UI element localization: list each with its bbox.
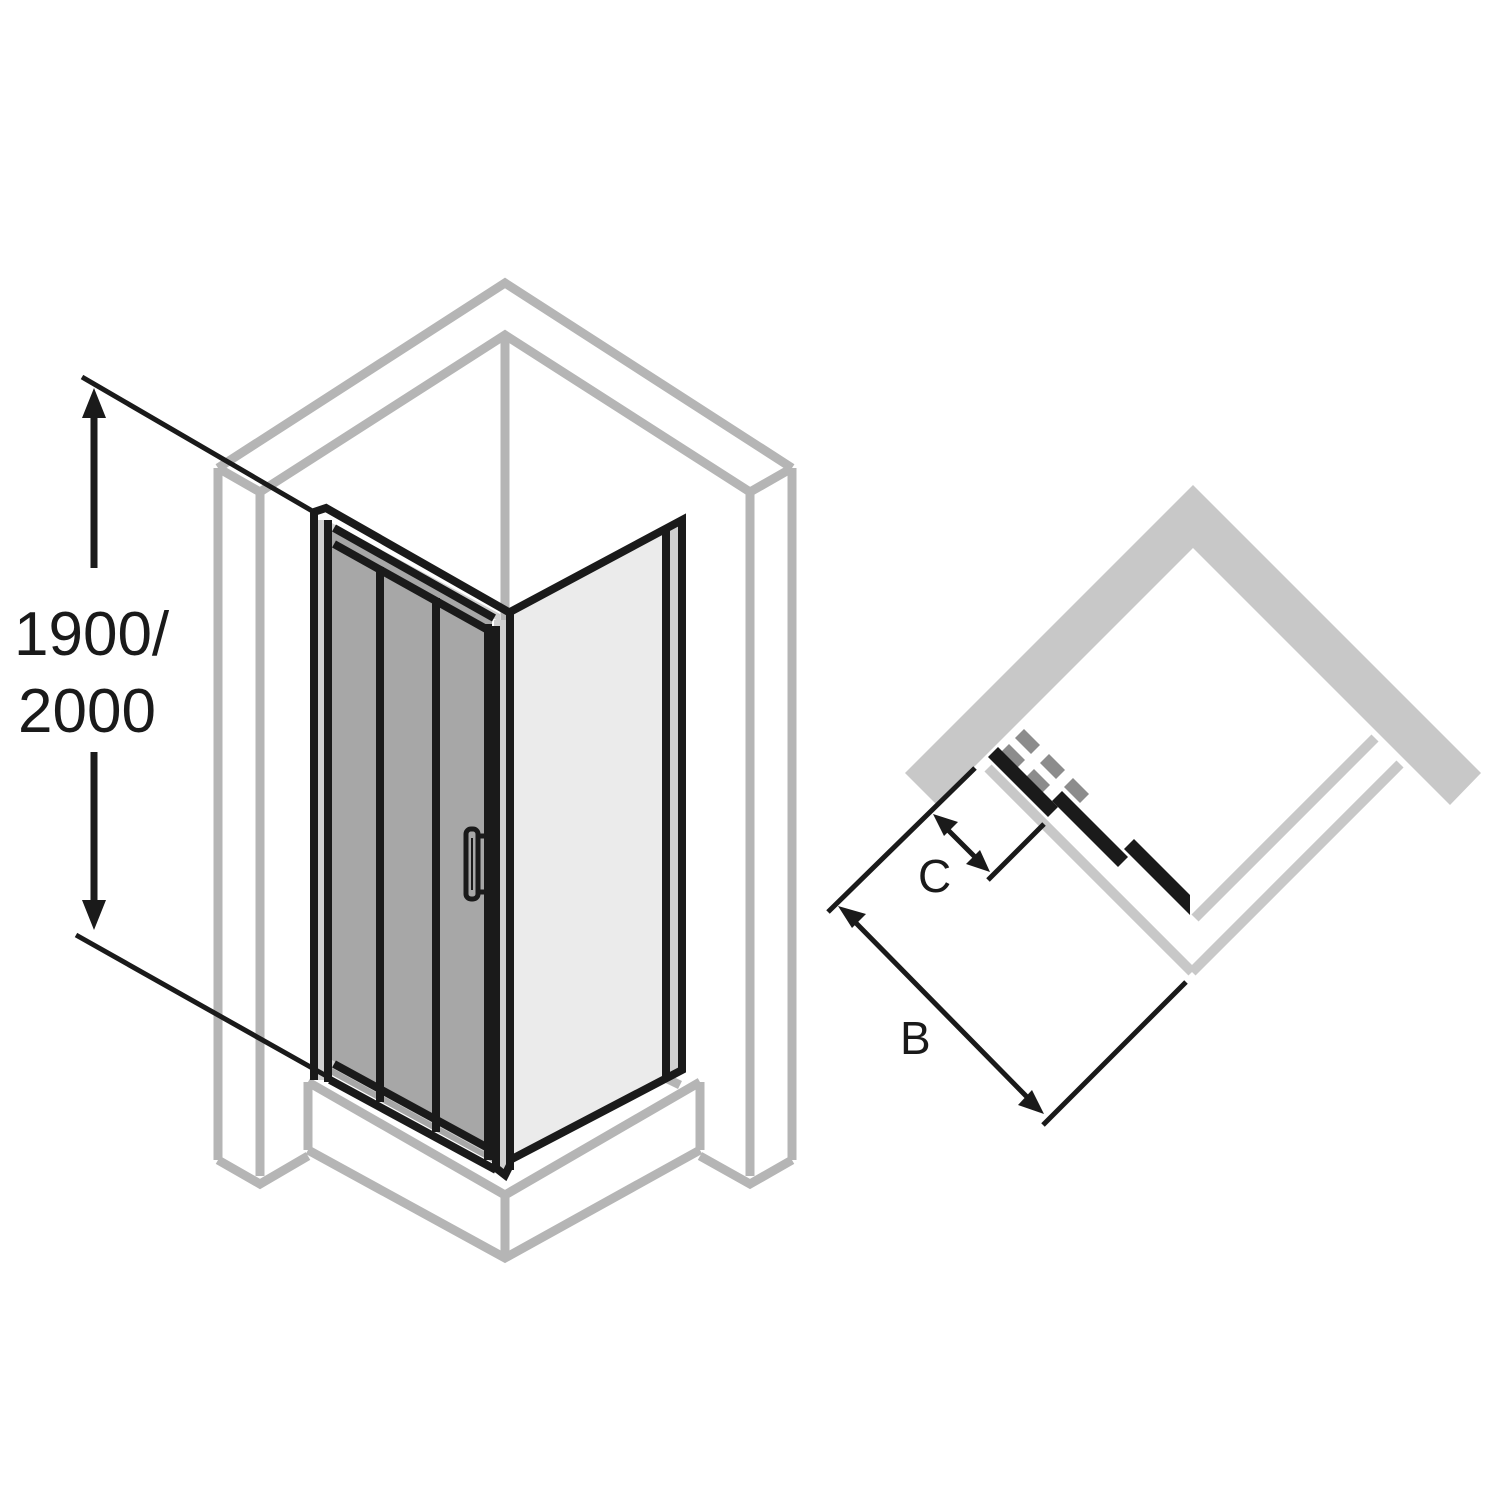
side-panel-glass — [510, 520, 682, 1160]
plan-door-open-position — [1000, 729, 1089, 803]
plan-dimension-c-label: C — [918, 850, 951, 902]
door-glass — [330, 528, 492, 1162]
plan-view: B C — [826, 485, 1481, 1127]
plan-dimension-c — [933, 814, 1046, 882]
height-dimension-label-line1: 1900/ — [14, 600, 170, 669]
height-dimension — [74, 374, 332, 1081]
plan-door-panels — [988, 747, 1190, 915]
plan-dimension-b — [826, 766, 1188, 1127]
plan-dimension-b-label: B — [900, 1012, 931, 1064]
door-handle — [463, 826, 486, 902]
isometric-view: 1900/ 2000 — [14, 277, 797, 1264]
height-dimension-label-line2: 2000 — [18, 677, 156, 746]
sliding-door — [310, 503, 514, 1182]
plan-tray-outline — [984, 734, 1404, 976]
plan-wall-corner — [905, 485, 1481, 805]
fixed-side-panel — [508, 513, 686, 1164]
